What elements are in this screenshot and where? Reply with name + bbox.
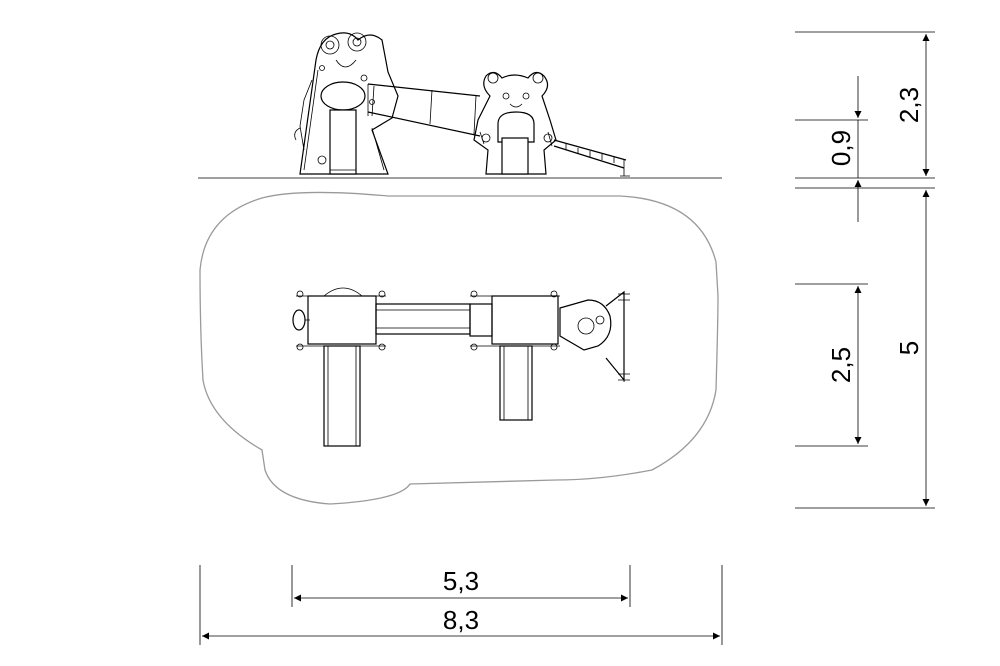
dim-label-equipment-depth: 2,5 <box>826 347 856 383</box>
left-platform-plan <box>292 287 386 351</box>
plan-view <box>199 191 719 505</box>
right-platform-plan <box>469 290 560 351</box>
dim-label-equipment-width: 5,3 <box>443 566 479 596</box>
bridge-plan <box>375 303 471 335</box>
right-slide-plan <box>499 345 533 421</box>
dim-label-total-height: 2,3 <box>894 87 924 123</box>
bridge-elevation <box>367 83 481 137</box>
dim-label-platform-height: 0,9 <box>826 130 856 166</box>
climbing-ramp-elevation <box>553 139 630 177</box>
right-tower-elevation <box>473 71 557 175</box>
dim-label-safety-width: 8,3 <box>443 605 479 635</box>
left-slide-plan <box>323 345 361 447</box>
safety-zone-outline <box>199 191 719 505</box>
climbing-ramp-plan <box>559 290 630 382</box>
dimension-lines: 2,3 0,9 5 2,5 5,3 8,3 <box>199 31 935 645</box>
dim-label-safety-depth: 5 <box>894 341 924 355</box>
left-tower-elevation <box>294 32 399 175</box>
elevation-view <box>198 32 722 179</box>
